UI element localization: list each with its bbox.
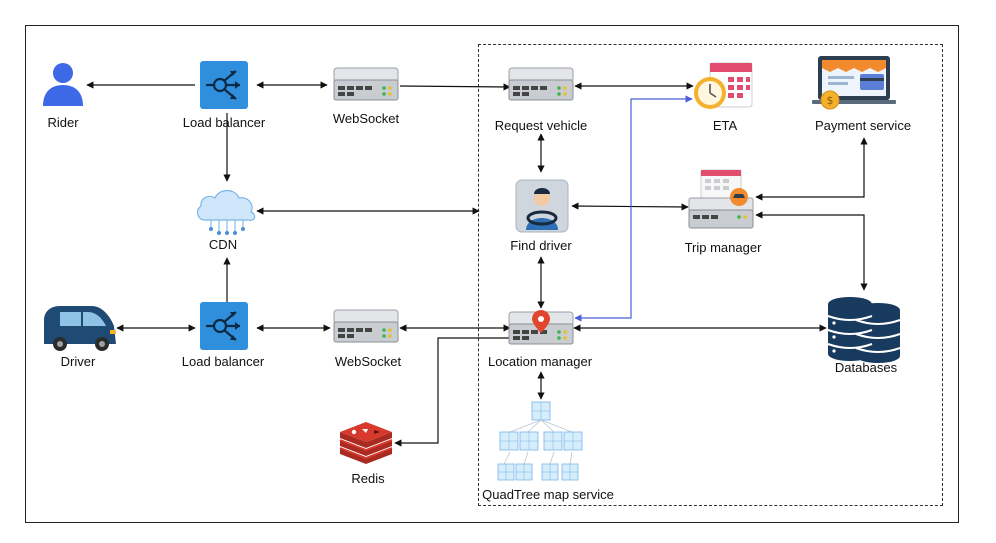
arrow-trip-payment — [755, 137, 868, 201]
svg-text:$: $ — [827, 94, 834, 107]
quadtree-label: QuadTree map service — [482, 487, 614, 502]
load-balancer-icon — [198, 59, 250, 111]
websocket-bottom-label: WebSocket — [334, 354, 402, 369]
person-icon — [43, 63, 83, 106]
arrow-ws-to-request — [399, 83, 511, 91]
arrow-find-trip — [571, 202, 689, 211]
databases-label: Databases — [834, 360, 898, 375]
driver-label: Driver — [60, 354, 96, 369]
payment-service-label: Payment service — [814, 118, 912, 133]
server-icon — [333, 309, 399, 343]
eta-label: ETA — [712, 118, 738, 133]
server-icon — [333, 67, 399, 101]
backend-services-boundary — [478, 44, 943, 506]
arrow-location-eta — [574, 95, 693, 322]
location-manager-label: Location manager — [487, 354, 593, 369]
load-balancer-bottom-label: Load balancer — [181, 354, 265, 369]
rider-label: Rider — [47, 115, 79, 130]
websocket-top-label: WebSocket — [332, 111, 400, 126]
load-balancer-top-label: Load balancer — [182, 115, 266, 130]
payment-screen-icon: $ — [812, 56, 896, 110]
server-icon — [508, 67, 574, 101]
redis-label: Redis — [351, 471, 385, 486]
arrow-trip-databases — [755, 211, 868, 291]
load-balancer-icon — [198, 300, 250, 352]
trip-server-icon — [688, 169, 754, 229]
find-driver-label: Find driver — [510, 238, 572, 253]
diagram-border — [25, 25, 959, 523]
request-vehicle-label: Request vehicle — [494, 118, 588, 133]
database-icon — [827, 297, 901, 363]
clock-calendar-icon — [694, 62, 753, 109]
cdn-label: CDN — [208, 237, 238, 252]
redis-icon — [339, 422, 393, 464]
cloud-icon — [196, 189, 256, 235]
car-icon — [44, 306, 116, 351]
location-server-icon — [508, 310, 574, 345]
trip-manager-label: Trip manager — [684, 240, 762, 255]
arrow-location-redis — [394, 337, 510, 447]
driver-icon — [515, 179, 569, 233]
quadtree-icon — [497, 401, 583, 481]
connectors — [86, 81, 868, 447]
